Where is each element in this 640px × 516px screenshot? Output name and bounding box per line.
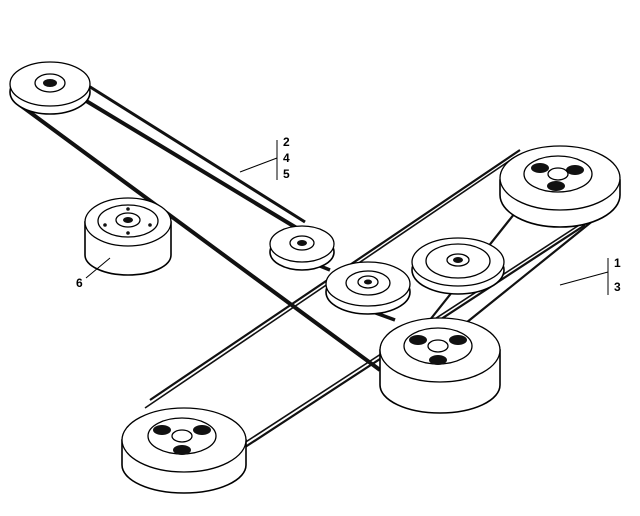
- callout-2: 2: [283, 135, 290, 149]
- callout-4: 4: [283, 151, 290, 165]
- pulley-idler-center: [325, 261, 411, 315]
- belt-upper-loop: [18, 66, 396, 372]
- leader-lines: [85, 140, 609, 295]
- pulley-6: [84, 197, 172, 276]
- callout-3: 3: [614, 280, 621, 294]
- pulley-top-left: [9, 61, 91, 115]
- pulley-middle-small: [269, 225, 335, 271]
- callout-5: 5: [283, 167, 290, 181]
- pulley-spindle-center: [379, 317, 501, 414]
- callout-1: 1: [614, 256, 621, 270]
- pulley-spindle-right: [499, 145, 621, 228]
- pulley-spindle-left: [121, 407, 247, 494]
- callout-6: 6: [76, 276, 83, 290]
- pulley-vented: [411, 237, 505, 295]
